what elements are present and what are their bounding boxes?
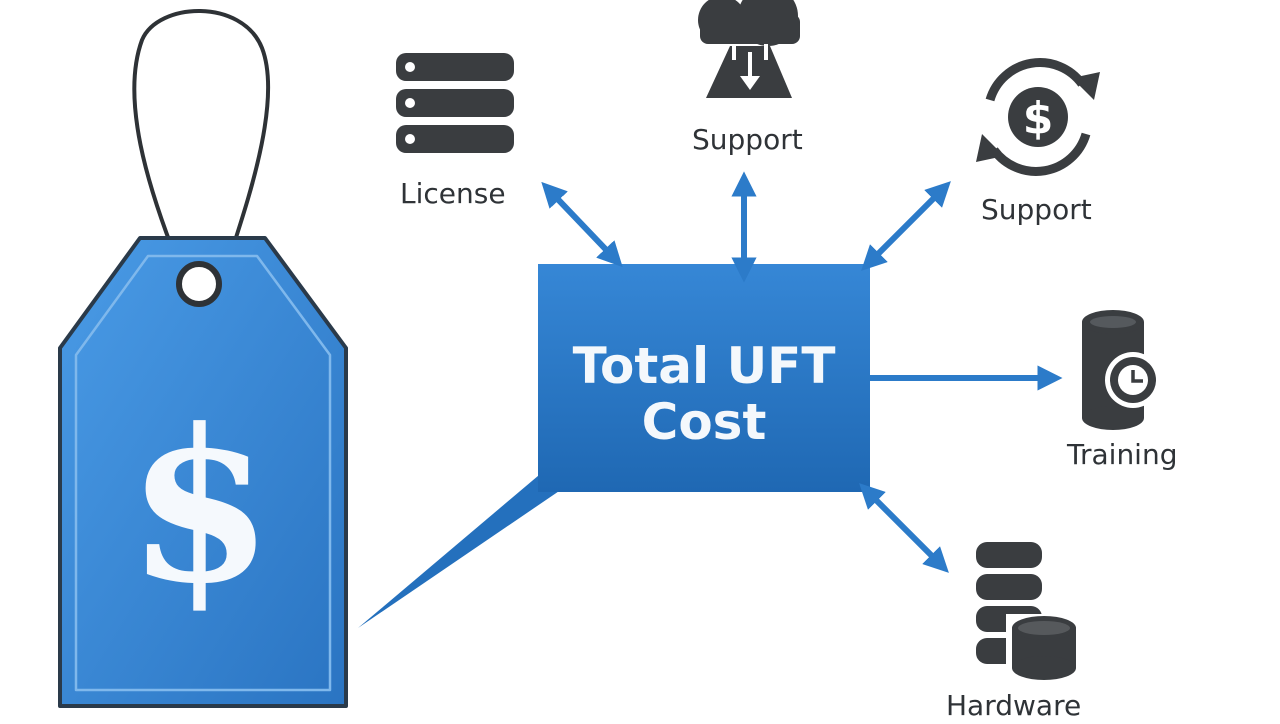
cloud-support-icon bbox=[698, 0, 800, 98]
center-title-line2: Cost bbox=[641, 393, 767, 451]
tag-inner-border bbox=[74, 254, 332, 692]
server-stack-icon bbox=[396, 53, 514, 153]
center-box-rect bbox=[538, 264, 870, 492]
support-top-label: Support bbox=[692, 123, 803, 156]
arrow-hardware bbox=[859, 483, 949, 573]
database-clock-icon bbox=[1082, 310, 1161, 430]
tag-body bbox=[58, 236, 348, 708]
price-tag: $ bbox=[58, 9, 348, 708]
hardware-stack-icon bbox=[976, 542, 1078, 680]
license-label: License bbox=[400, 177, 506, 210]
hardware-label: Hardware bbox=[946, 689, 1082, 722]
svg-text:$: $ bbox=[1023, 93, 1054, 144]
center-box-pointer bbox=[358, 470, 590, 628]
arrow-support-right bbox=[861, 181, 951, 271]
arrows bbox=[541, 171, 1063, 573]
support-right-label: Support bbox=[981, 193, 1092, 226]
training-label: Training bbox=[1067, 438, 1178, 471]
center-title: Total UFT Cost bbox=[538, 338, 870, 450]
tag-hole bbox=[176, 261, 222, 307]
tag-string bbox=[132, 9, 271, 251]
dollar-cycle-icon: $ bbox=[976, 58, 1100, 176]
dollar-sign: $ bbox=[127, 383, 273, 630]
arrow-license bbox=[541, 181, 623, 268]
center-box bbox=[358, 264, 870, 628]
center-title-line1: Total UFT bbox=[572, 337, 836, 395]
